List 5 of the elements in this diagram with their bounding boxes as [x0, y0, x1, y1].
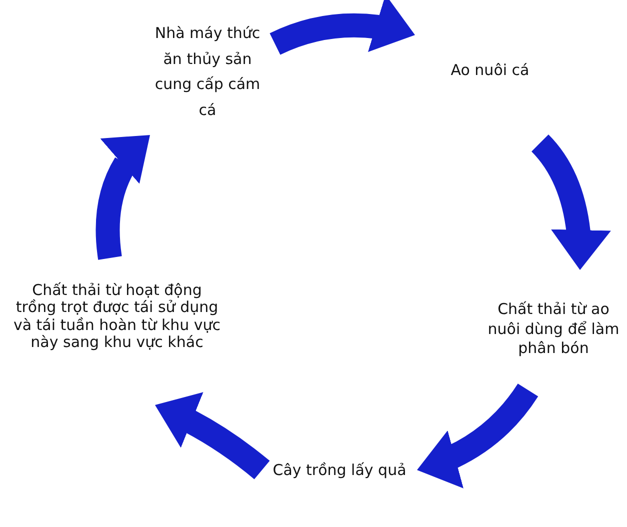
- node-label: Cây trồng lấy quả: [272, 460, 406, 481]
- node-label: Nhà máy thức ăn thủy sản cung cấp cám cá: [154, 23, 262, 120]
- node-label: Chất thải từ hoạt động trồng trọt được tái sử dụng và tái tuần hoàn từ khu vực này sang khu vực khác: [12, 282, 222, 351]
- node-label: Ao nuôi cá: [450, 61, 530, 80]
- node-label: Chất thải từ ao nuôi dùng để làm phân bón: [486, 300, 620, 358]
